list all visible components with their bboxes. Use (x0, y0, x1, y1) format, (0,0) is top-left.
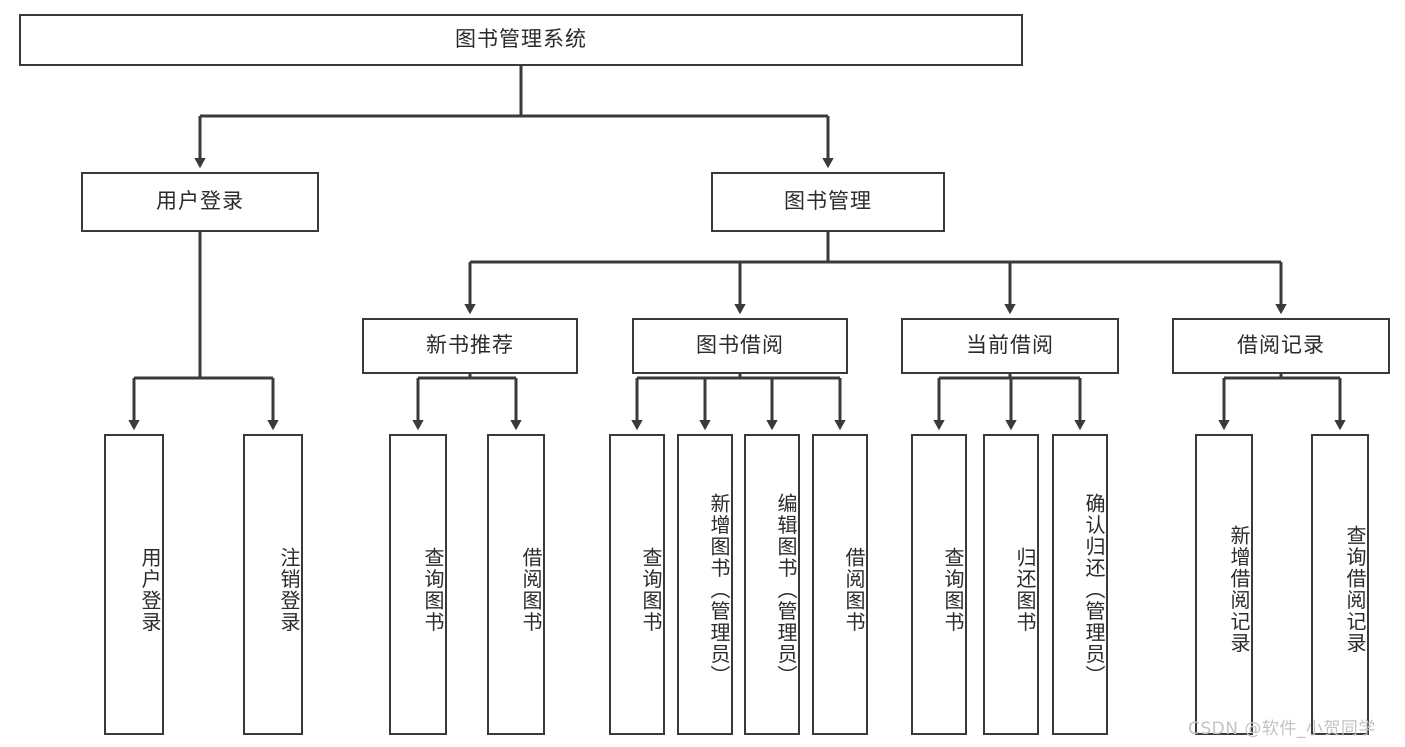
node-leaf-bo-q[interactable]: 查询图书 (609, 434, 665, 735)
node-leaf-nb-b[interactable]: 借阅图书 (487, 434, 545, 735)
node-label: 归还图书 (1013, 546, 1037, 633)
node-leaf-cu-cfm[interactable]: 确认归还（管理员） (1052, 434, 1108, 735)
node-label: 用户登录 (156, 189, 244, 214)
node-label: 图书管理 (784, 189, 872, 214)
node-newbooks[interactable]: 新书推荐 (362, 318, 578, 374)
node-label: 新增借阅记录 (1227, 525, 1251, 654)
node-label: 借阅记录 (1237, 333, 1325, 358)
node-label: 图书管理系统 (455, 27, 587, 52)
node-label: 注销登录 (277, 546, 301, 633)
node-label: 借阅图书 (519, 546, 543, 633)
csdn-watermark: CSDN @软件_小贺同学 (1188, 719, 1376, 739)
node-leaf-cu-ret[interactable]: 归还图书 (983, 434, 1039, 735)
node-root[interactable]: 图书管理系统 (19, 14, 1023, 66)
node-label: 查询图书 (639, 546, 663, 633)
node-login[interactable]: 用户登录 (81, 172, 319, 232)
node-label: 确认归还（管理员） (1082, 492, 1106, 687)
node-current[interactable]: 当前借阅 (901, 318, 1119, 374)
node-leaf-re-add[interactable]: 新增借阅记录 (1195, 434, 1253, 735)
node-label: 图书借阅 (696, 333, 784, 358)
node-leaf-logout[interactable]: 注销登录 (243, 434, 303, 735)
node-label: 用户登录 (138, 546, 162, 633)
node-leaf-login[interactable]: 用户登录 (104, 434, 164, 735)
node-label: 新增图书（管理员） (707, 492, 731, 687)
node-leaf-nb-q[interactable]: 查询图书 (389, 434, 447, 735)
node-records[interactable]: 借阅记录 (1172, 318, 1390, 374)
node-label: 新书推荐 (426, 333, 514, 358)
node-borrow[interactable]: 图书借阅 (632, 318, 848, 374)
node-label: 查询图书 (941, 546, 965, 633)
node-label: 查询图书 (421, 546, 445, 633)
node-label: 编辑图书（管理员） (774, 492, 798, 687)
node-label: 当前借阅 (966, 333, 1054, 358)
node-label: 查询借阅记录 (1343, 525, 1367, 654)
node-leaf-bo-ed[interactable]: 编辑图书（管理员） (744, 434, 800, 735)
node-label: 借阅图书 (842, 546, 866, 633)
node-bookmgmt[interactable]: 图书管理 (711, 172, 945, 232)
node-leaf-re-q[interactable]: 查询借阅记录 (1311, 434, 1369, 735)
node-leaf-bo-add[interactable]: 新增图书（管理员） (677, 434, 733, 735)
node-leaf-bo-br[interactable]: 借阅图书 (812, 434, 868, 735)
node-leaf-cu-q[interactable]: 查询图书 (911, 434, 967, 735)
